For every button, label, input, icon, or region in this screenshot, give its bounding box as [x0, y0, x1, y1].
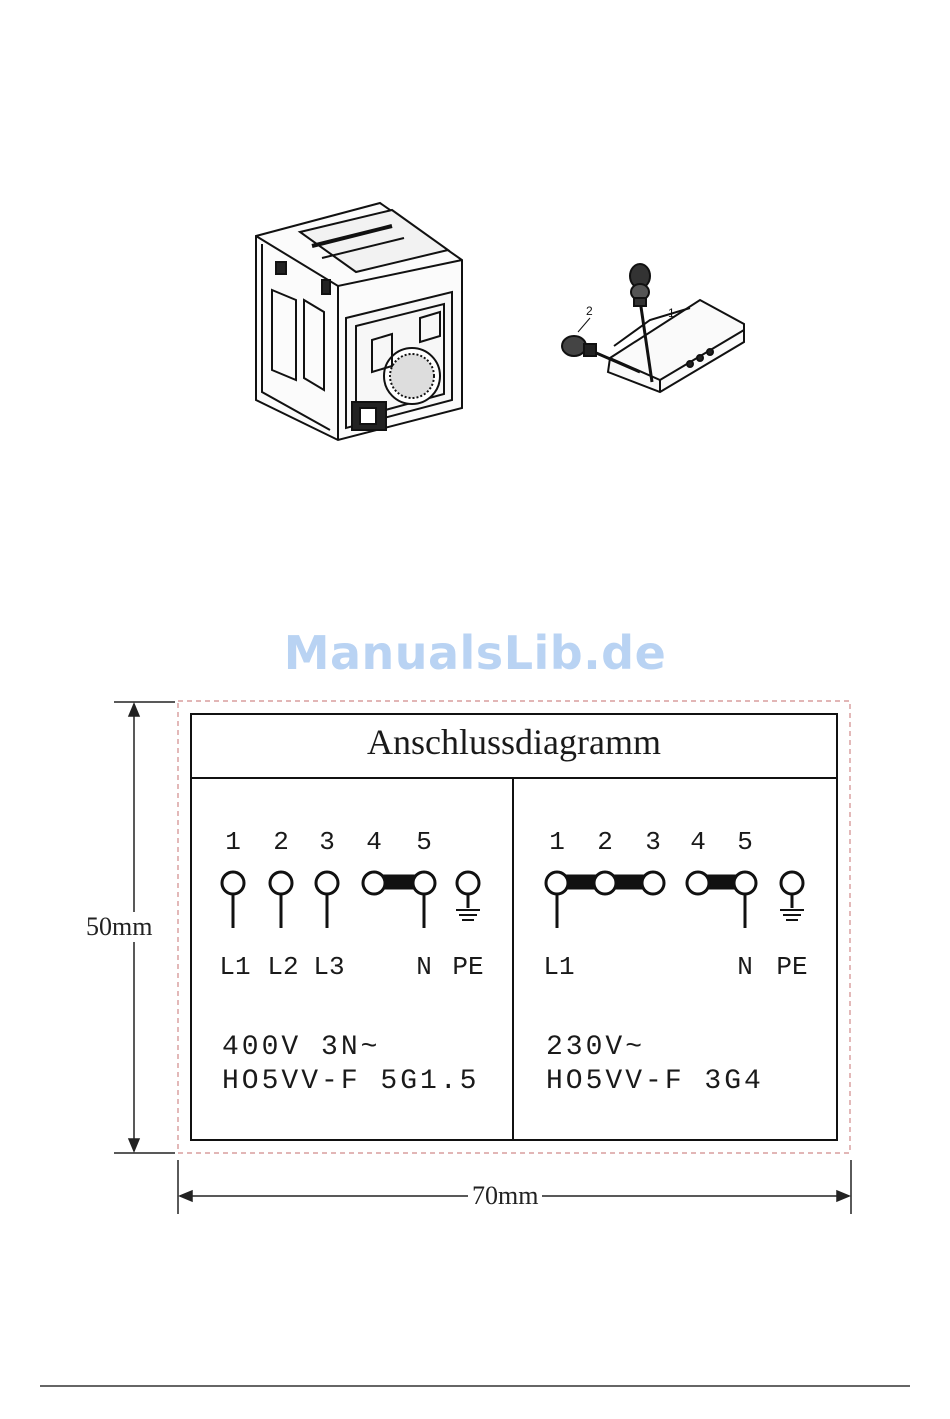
- callout-2: 2: [586, 304, 593, 318]
- right-terminal-number: 3: [638, 827, 668, 857]
- left-terminal-number: 5: [409, 827, 439, 857]
- diagram-title: Anschlussdiagramm: [192, 721, 836, 763]
- right-terminals: [546, 872, 804, 928]
- watermark: ManualsLib.de: [0, 626, 950, 680]
- oven-illustration: [256, 203, 462, 440]
- right-terminal-number: 2: [590, 827, 620, 857]
- callout-1: 1: [668, 306, 675, 320]
- right-terminal-label: N: [720, 952, 770, 982]
- left-cable: HO5VV-F 5G1.5: [222, 1066, 479, 1097]
- left-terminal-number: 2: [266, 827, 296, 857]
- height-dimension-label: 50mm: [82, 912, 156, 942]
- right-voltage: 230V~: [546, 1032, 645, 1063]
- terminal-block-illustration: [562, 264, 744, 392]
- right-cable: HO5VV-F 3G4: [546, 1066, 764, 1097]
- left-terminal-label: L3: [304, 952, 354, 982]
- left-terminal-number: 3: [312, 827, 342, 857]
- right-terminal-label: L1: [534, 952, 584, 982]
- left-terminal-number: 1: [218, 827, 248, 857]
- left-terminal-label: L1: [210, 952, 260, 982]
- left-terminal-label: N: [399, 952, 449, 982]
- left-terminals: [222, 872, 480, 928]
- right-terminal-label: PE: [767, 952, 817, 982]
- left-terminal-label: L2: [258, 952, 308, 982]
- right-terminal-number: 5: [730, 827, 760, 857]
- left-voltage: 400V 3N~: [222, 1032, 380, 1063]
- left-terminal-number: 4: [359, 827, 389, 857]
- right-terminal-number: 4: [683, 827, 713, 857]
- width-dimension-label: 70mm: [468, 1181, 542, 1211]
- right-terminal-number: 1: [542, 827, 572, 857]
- left-terminal-label: PE: [443, 952, 493, 982]
